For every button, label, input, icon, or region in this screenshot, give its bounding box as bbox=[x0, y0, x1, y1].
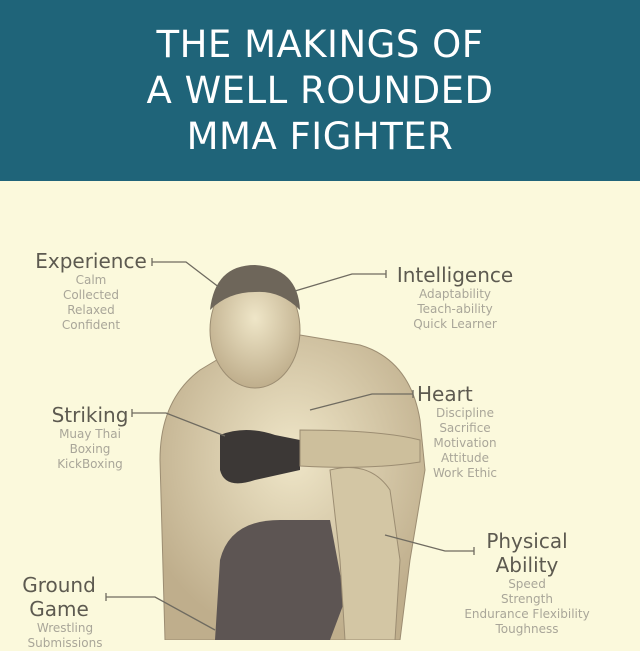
label-heart: Heart Discipline Sacrifice Motivation At… bbox=[415, 382, 515, 481]
title-line: THE MAKINGS OF bbox=[156, 22, 484, 66]
physical-item: Strength bbox=[501, 592, 553, 606]
experience-item: Confident bbox=[61, 318, 121, 332]
title-line: A WELL ROUNDED bbox=[146, 68, 494, 112]
label-experience: Experience Calm Collected Relaxed Confid… bbox=[30, 249, 152, 333]
striking-item: Muay Thai bbox=[59, 427, 121, 441]
heart-item: Motivation bbox=[433, 436, 497, 450]
label-intelligence: Intelligence Adaptability Teach-ability … bbox=[390, 263, 520, 332]
physical-item: Speed bbox=[508, 577, 546, 591]
physical-item: Endurance Flexibility bbox=[464, 607, 590, 621]
experience-item: Calm bbox=[75, 273, 107, 287]
ground-heading: Game bbox=[29, 597, 89, 621]
page-title: THE MAKINGS OF A WELL ROUNDED MMA FIGHTE… bbox=[147, 22, 494, 160]
physical-heading: Physical bbox=[486, 529, 568, 553]
fighter-figure bbox=[159, 265, 426, 640]
heart-item: Attitude bbox=[440, 451, 490, 465]
intelligence-item: Quick Learner bbox=[413, 317, 497, 331]
ground-heading: Ground bbox=[22, 573, 96, 597]
heart-heading: Heart bbox=[417, 382, 473, 406]
header-banner: THE MAKINGS OF A WELL ROUNDED MMA FIGHTE… bbox=[0, 0, 640, 181]
ground-item: Wrestling bbox=[36, 621, 94, 635]
heart-item: Discipline bbox=[435, 406, 495, 420]
intelligence-item: Adaptability bbox=[418, 287, 492, 301]
ground-item: Submissions bbox=[27, 636, 103, 650]
striking-heading: Striking bbox=[51, 403, 129, 427]
label-striking: Striking Muay Thai Boxing KickBoxing bbox=[40, 403, 140, 472]
label-ground-game: Ground Game Wrestling Submissions bbox=[14, 573, 104, 651]
label-physical-ability: Physical Ability Speed Strength Enduranc… bbox=[452, 529, 602, 637]
experience-item: Collected bbox=[62, 288, 120, 302]
physical-item: Toughness bbox=[495, 622, 559, 636]
physical-heading: Ability bbox=[495, 553, 559, 577]
striking-item: KickBoxing bbox=[57, 457, 123, 471]
striking-item: Boxing bbox=[69, 442, 111, 456]
title-line: MMA FIGHTER bbox=[186, 114, 454, 158]
intelligence-item: Teach-ability bbox=[417, 302, 493, 316]
heart-item: Sacrifice bbox=[439, 421, 491, 435]
connector-lines bbox=[105, 258, 475, 631]
experience-heading: Experience bbox=[35, 249, 147, 273]
experience-item: Relaxed bbox=[67, 303, 115, 317]
fighter-illustration bbox=[105, 258, 475, 640]
heart-item: Work Ethic bbox=[432, 466, 498, 480]
intelligence-heading: Intelligence bbox=[396, 263, 514, 287]
